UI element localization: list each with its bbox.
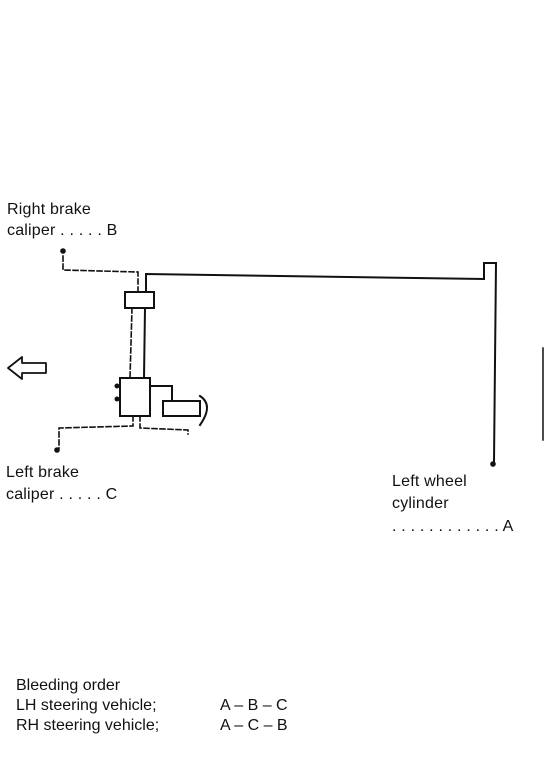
left-wheel-label-line2: cylinder [392,495,449,512]
bleeding-sequence-rh: A – C – B [220,717,288,734]
tube-valve-to-master-solid [142,306,147,380]
brake-line-to-left-caliper [58,415,134,449]
left-caliper-label-line1: Left brake [6,464,80,481]
left-arrow-icon [7,356,47,380]
bleeding-order-heading: Bleeding order [16,677,121,694]
brake-line-to-left-wheel [145,262,498,464]
bleeding-row-rh: RH steering vehicle; A – C – B [16,716,288,736]
bleeding-row-lh: LH steering vehicle; A – B – C [16,696,288,716]
bleeding-vehicle-lh: LH steering vehicle; [16,697,157,714]
bleeding-vehicle-rh: RH steering vehicle; [16,717,160,734]
booster-link [149,385,173,401]
left-wheel-label-line3: . . . . . . . . . . . . A [392,518,514,535]
booster-body [162,400,201,417]
brake-line-to-right-caliper [62,253,139,293]
bleeding-order: Bleeding order LH steering vehicle; A – … [16,676,288,736]
booster-dome [198,394,208,427]
bleed-point-a [490,461,496,467]
valve-block [124,291,155,309]
right-caliper-label-line1: Right brake [7,201,92,218]
dashed-branch-right [139,415,189,435]
bleeding-sequence-lh: A – B – C [220,697,288,714]
right-caliper-label-line2: caliper . . . . . B [7,222,118,239]
left-caliper-label-line2: caliper . . . . . C [6,486,118,503]
left-wheel-label-line1: Left wheel [392,473,467,490]
tube-valve-to-master-dashed [129,307,133,379]
bleed-point-c [54,447,60,453]
bleed-point-b [60,248,66,254]
master-port-bottom [114,396,120,402]
master-port-top [114,383,120,389]
master-cylinder [119,377,151,417]
